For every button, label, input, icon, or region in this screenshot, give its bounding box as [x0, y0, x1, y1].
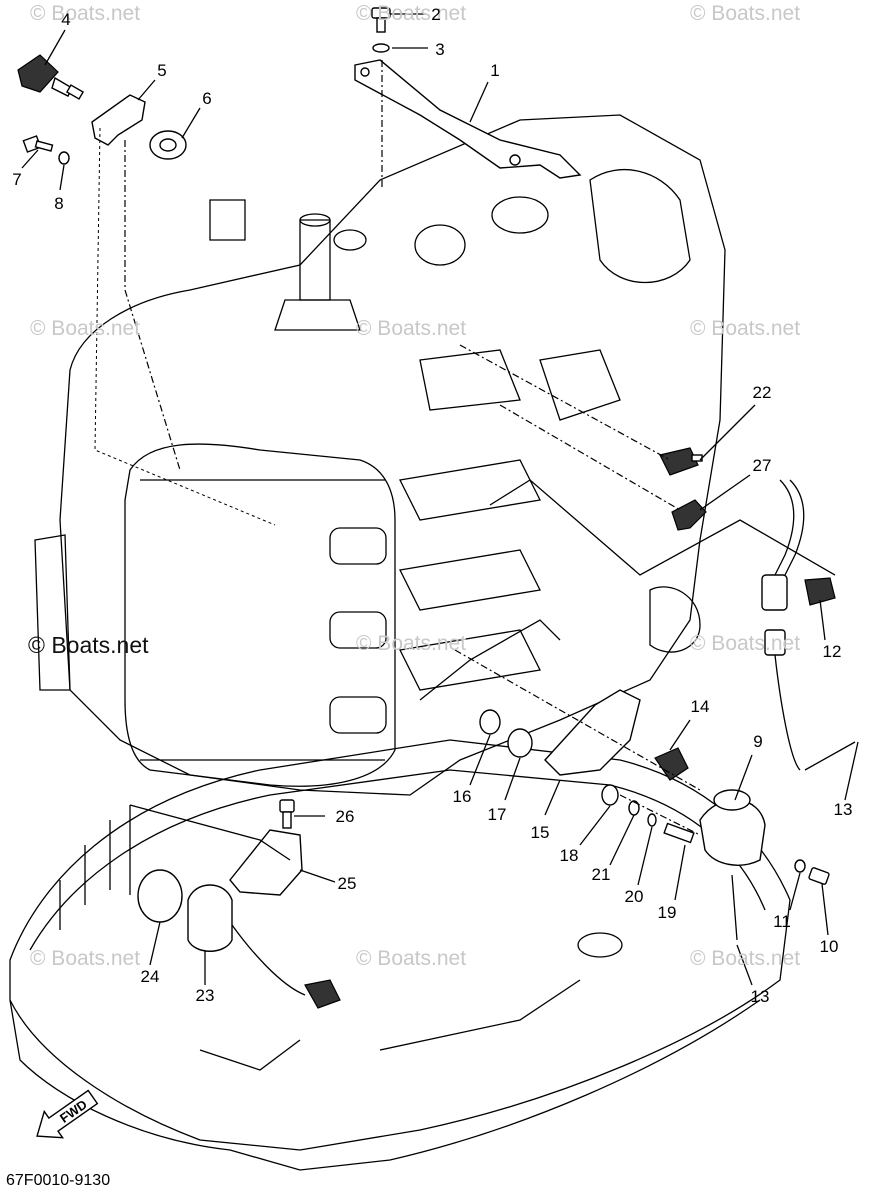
callout-10: 10	[819, 937, 839, 956]
washer-part-18	[601, 784, 619, 806]
watermark-top-left: © Boats.net	[30, 2, 141, 25]
watermark-mid-right: © Boats.net	[690, 317, 801, 340]
callout-4: 4	[61, 10, 71, 29]
grommet-part-17	[507, 728, 533, 758]
callout-20: 20	[624, 887, 644, 906]
harness-part-12	[761, 479, 836, 771]
watermark-mid-center: © Boats.net	[356, 317, 467, 340]
watermark-lower-right: © Boats.net	[690, 632, 801, 655]
sensor-part-4	[17, 54, 85, 100]
callout-18: 18	[559, 846, 579, 865]
bolt-part-26	[279, 799, 295, 829]
plate-part-1	[354, 59, 582, 179]
washer-part-8	[58, 151, 70, 165]
bolt-part-7	[22, 135, 54, 153]
washer-part-3	[372, 43, 390, 53]
callout-6: 6	[202, 89, 212, 108]
switch-part-22	[659, 447, 703, 476]
callout-19: 19	[657, 903, 677, 922]
plug-part-23	[187, 884, 341, 1009]
callout-25: 25	[337, 874, 357, 893]
ring-part-24	[137, 869, 183, 923]
callout-27: 27	[752, 456, 772, 475]
callout-17: 17	[487, 805, 507, 824]
watermark-bottom-right: © Boats.net	[690, 947, 801, 970]
bracket-part-15	[544, 689, 641, 776]
watermark-top-center: © Boats.net	[356, 2, 467, 25]
watermark-top-right: © Boats.net	[690, 2, 801, 25]
callout-1: 1	[490, 61, 500, 80]
watermark-mid-left: © Boats.net	[30, 317, 141, 340]
holder-part-25	[229, 829, 303, 896]
diagram-code: 67F0010-9130	[6, 1172, 111, 1189]
callout-3: 3	[435, 40, 445, 59]
watermark-bottom-left: © Boats.net	[30, 947, 141, 970]
callout-24: 24	[140, 967, 160, 986]
clip-part-14	[654, 747, 689, 781]
coil-part-9	[699, 789, 766, 866]
assembly-lines	[94, 60, 836, 895]
bolt-part-2	[371, 7, 391, 33]
bracket-part-5	[91, 94, 146, 146]
watermark-lower-center: © Boats.net	[356, 632, 467, 655]
callout-13-upper: 13	[833, 800, 853, 819]
tie-part-13a	[804, 741, 856, 771]
bolt-part-10	[808, 867, 830, 885]
tie-part-13b	[731, 874, 738, 941]
power-head	[34, 114, 726, 796]
grommet-part-6	[149, 130, 187, 160]
callout-14: 14	[690, 697, 710, 716]
callout-5: 5	[157, 61, 167, 80]
callout-8: 8	[54, 194, 64, 213]
callout-2: 2	[431, 5, 441, 24]
callout-15: 15	[530, 823, 550, 842]
callout-21: 21	[591, 865, 611, 884]
callout-12: 12	[822, 642, 842, 661]
callout-13-lower: 13	[750, 987, 770, 1006]
callout-16: 16	[452, 787, 472, 806]
callout-11: 11	[773, 912, 791, 931]
leader-lines	[21, 13, 859, 986]
washer-part-11	[794, 859, 806, 873]
callout-23: 23	[195, 986, 215, 1005]
callout-22: 22	[752, 383, 772, 402]
fwd-arrow: FWD	[36, 1089, 99, 1139]
watermark-main: © Boats.net	[28, 632, 149, 658]
callout-9: 9	[753, 732, 763, 751]
callout-7: 7	[12, 170, 22, 189]
clamp-part-27	[671, 499, 707, 531]
grommet-part-16	[479, 709, 501, 735]
washer-part-20	[647, 813, 657, 827]
bolt-part-19	[663, 822, 695, 844]
callout-26: 26	[335, 807, 355, 826]
watermark-bottom-center: © Boats.net	[356, 947, 467, 970]
